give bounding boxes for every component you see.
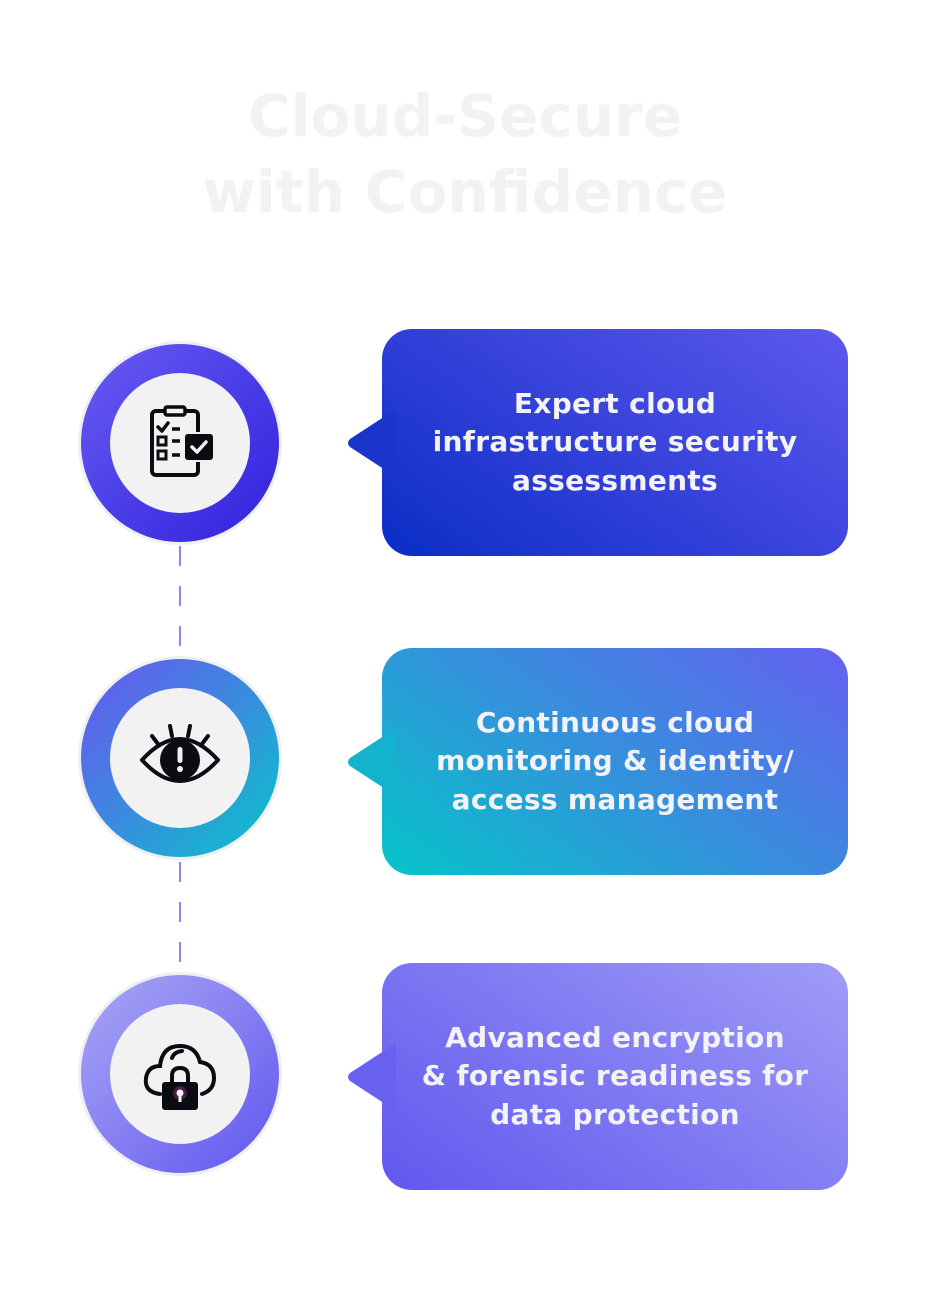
feature-text-line: monitoring & identity/ [436,744,794,778]
feature-icon-ring [81,659,279,857]
feature-card: Continuous cloud monitoring & identity/ … [348,648,848,875]
feature-text-line: & forensic readiness for [421,1059,809,1093]
feature-text: Continuous cloud monitoring & identity/ … [405,704,825,820]
page-title: Cloud-Secure with Confidence [0,78,930,230]
feature-text-line: infrastructure security [432,425,798,459]
cloud-lock-icon [143,1043,217,1110]
eye-alert-icon [140,724,220,783]
feature-text-line: Advanced encryption [445,1020,785,1054]
feature-card: Advanced encryption & forensic readiness… [348,963,848,1190]
icon-badge [110,1004,250,1144]
title-line-1: Cloud-Secure [248,82,682,150]
feature-text: Advanced encryption & forensic readiness… [405,1019,825,1135]
feature-card: Expert cloud infrastructure security ass… [348,329,848,556]
feature-text-line: access management [451,782,779,816]
card-pointer [348,1042,396,1111]
icon-badge [110,373,250,513]
title-line-2: with Confidence [202,158,728,226]
dashed-connector [179,862,181,962]
feature-text-line: Continuous cloud [475,705,755,739]
feature-text-line: assessments [512,463,718,497]
feature-icon-ring [81,344,279,542]
checklist-icon [150,405,215,477]
feature-text-line: data protection [490,1097,740,1131]
feature-text: Expert cloud infrastructure security ass… [405,385,825,501]
dashed-connector [179,546,181,646]
card-pointer [348,727,396,796]
feature-icon-ring [81,975,279,1173]
feature-text-line: Expert cloud [513,386,717,420]
icon-badge [110,688,250,828]
card-pointer [348,408,396,477]
